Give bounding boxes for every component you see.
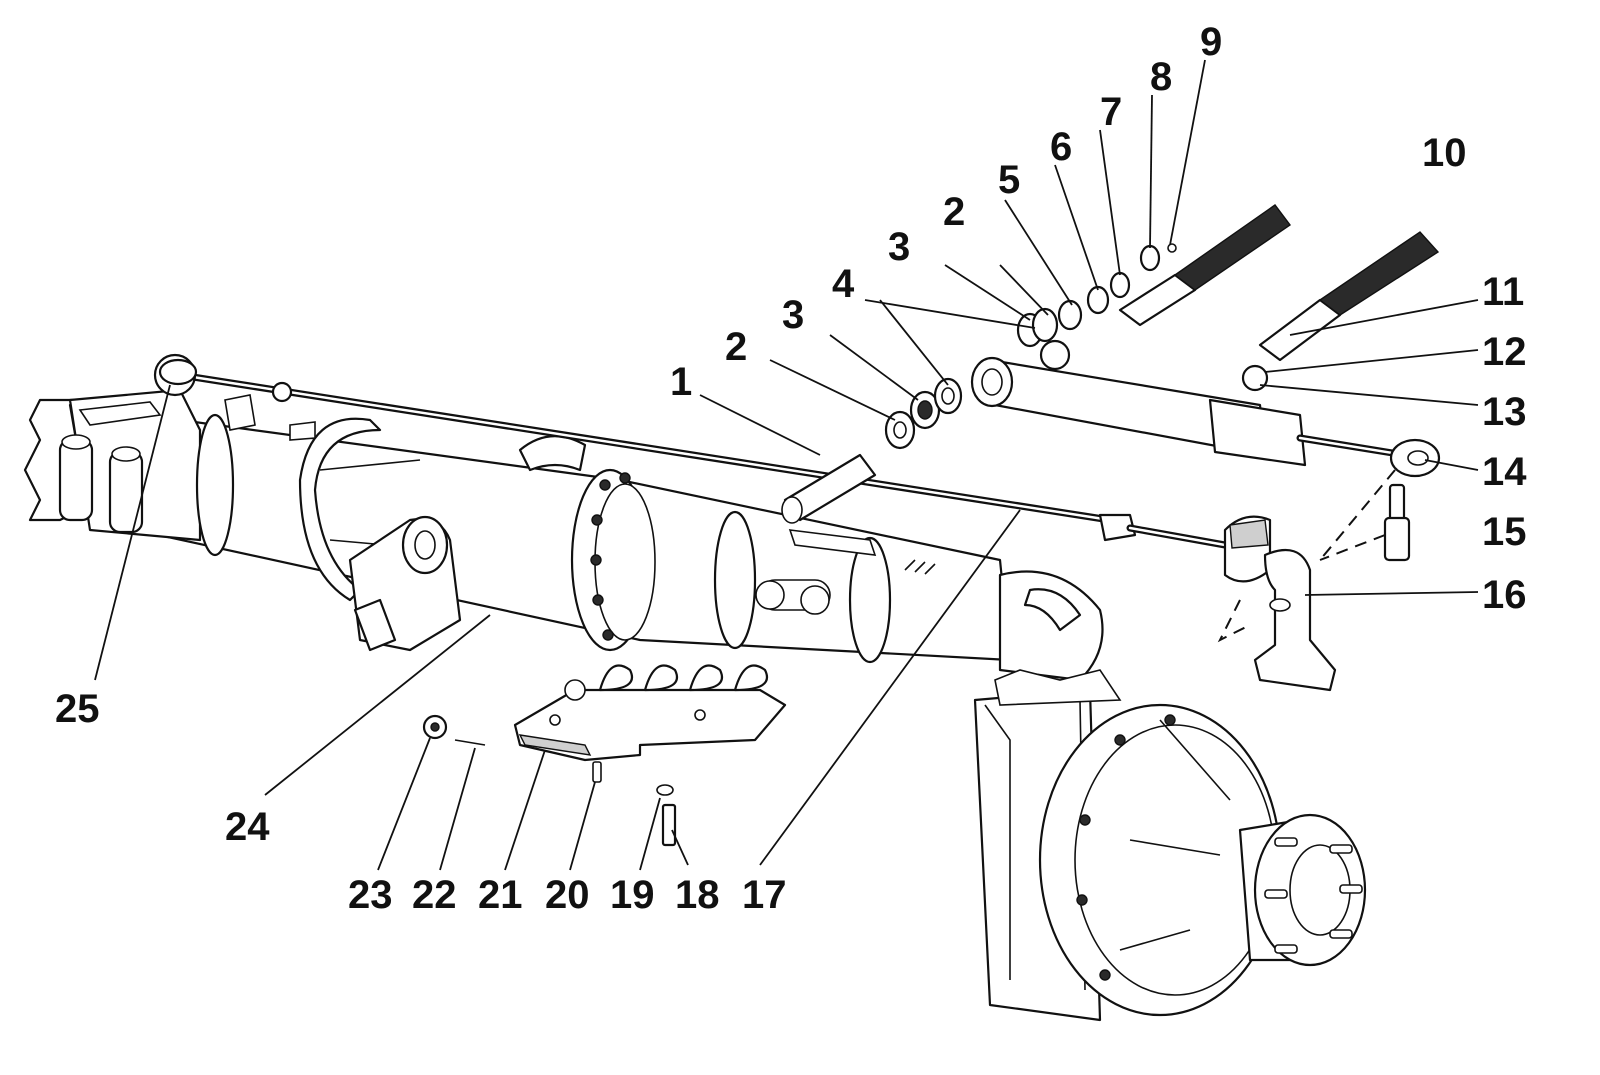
callout-17: 17: [742, 873, 787, 917]
wheel-studs: [1264, 837, 1363, 954]
callout-19: 19: [610, 873, 655, 917]
hub-rim-bolts: [1076, 714, 1176, 981]
callout-12: 12: [1482, 330, 1527, 374]
callout-2b: 2: [943, 190, 965, 234]
callout-1: 1: [670, 360, 692, 404]
steering-cylinder: [970, 339, 1441, 478]
flange-bolts: [590, 472, 631, 641]
axle-housing: [23, 388, 1104, 682]
small-hardware: [422, 714, 677, 847]
callout-8: 8: [1150, 55, 1172, 99]
grease-cap: [158, 358, 198, 386]
callout-14: 14: [1482, 450, 1527, 494]
callout-15: 15: [1482, 510, 1527, 554]
callout-18: 18: [675, 873, 720, 917]
hydraulic-hoses: [1118, 204, 1440, 362]
part-15-pin: [1319, 469, 1411, 562]
spring-plate: [513, 664, 787, 762]
callout-23: 23: [348, 873, 393, 917]
callout-3b: 3: [888, 225, 910, 269]
callout-4: 4: [832, 262, 855, 306]
leader-lines: [94, 59, 1479, 871]
callout-11: 11: [1482, 270, 1524, 314]
callout-22: 22: [412, 873, 457, 917]
callout-3a: 3: [782, 293, 804, 337]
callout-21: 21: [478, 873, 523, 917]
wheel-hub-knuckle: [973, 669, 1367, 1022]
callout-16: 16: [1482, 573, 1527, 617]
callout-13: 13: [1482, 390, 1527, 434]
callout-2a: 2: [725, 325, 747, 369]
callout-7: 7: [1100, 90, 1122, 134]
steering-arm: [1217, 515, 1337, 692]
callout-20: 20: [545, 873, 590, 917]
callout-labels: 1 2 3 4 3 2 5 6 7 8 9 10 11 12 13 14 15 …: [55, 20, 1527, 917]
callout-9: 9: [1200, 20, 1222, 64]
callout-25: 25: [55, 687, 100, 731]
callout-5: 5: [998, 158, 1020, 202]
exploded-seals: [781, 243, 1177, 524]
callout-24: 24: [225, 805, 270, 849]
callout-10: 10: [1422, 131, 1467, 175]
callout-6: 6: [1050, 125, 1072, 169]
